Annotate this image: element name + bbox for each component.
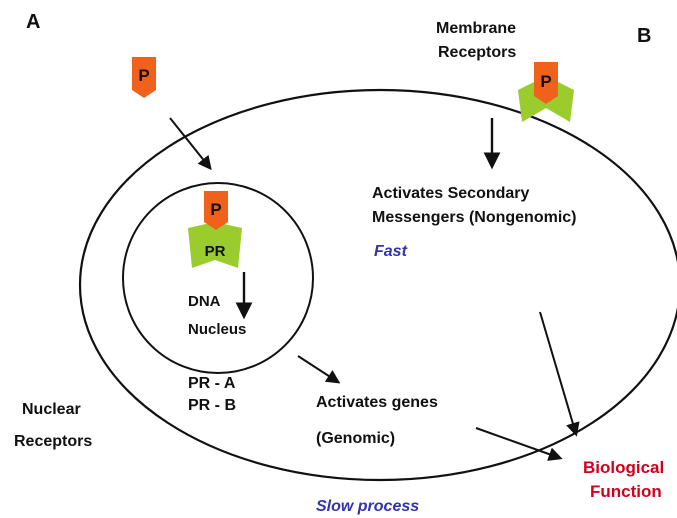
arrow-messengers-to-function bbox=[539, 311, 580, 437]
fast-label: Fast bbox=[374, 243, 408, 260]
secondary-messengers-line2: Messengers (Nongenomic) bbox=[372, 209, 576, 226]
membrane-ligand-text: P bbox=[540, 72, 551, 91]
nuclear-receptor-text: PR bbox=[205, 243, 226, 260]
panel-b-label: B bbox=[637, 25, 651, 47]
slow-process-label: Slow process bbox=[316, 498, 419, 515]
membrane-bound-ligand-badge: P bbox=[534, 62, 558, 104]
dna-label: DNA bbox=[188, 293, 221, 310]
free-ligand-text: P bbox=[138, 66, 149, 85]
biological-function-line2: Function bbox=[590, 482, 662, 501]
pr-a-label: PR - A bbox=[188, 375, 236, 392]
genomic-label: (Genomic) bbox=[316, 430, 395, 447]
nuclear-receptors-label-line2: Receptors bbox=[14, 433, 92, 450]
panel-a-label: A bbox=[26, 11, 40, 33]
arrow-genes-to-function bbox=[475, 427, 563, 461]
nuclear-ligand-text: P bbox=[210, 200, 221, 219]
pr-b-label: PR - B bbox=[188, 397, 236, 414]
nuclear-receptors-label-line1: Nuclear bbox=[22, 401, 81, 418]
arrow-nucleus-to-genes bbox=[297, 355, 341, 384]
secondary-messengers-line1: Activates Secondary bbox=[372, 185, 530, 202]
nucleus-label: Nucleus bbox=[188, 321, 246, 338]
biological-function-line1: Biological bbox=[583, 458, 664, 477]
membrane-receptors-label-line2: Receptors bbox=[438, 44, 516, 61]
nuclear-receptor: PR bbox=[188, 222, 242, 268]
activates-genes-label: Activates genes bbox=[316, 394, 438, 411]
free-ligand-badge: P bbox=[132, 57, 156, 98]
nucleus-membrane bbox=[122, 182, 314, 374]
arrow-ligand-to-nucleus bbox=[169, 117, 212, 171]
membrane-receptors-label-line1: Membrane bbox=[436, 20, 516, 37]
cell-membrane bbox=[78, 88, 677, 482]
nuclear-bound-ligand-badge: P bbox=[204, 191, 228, 230]
